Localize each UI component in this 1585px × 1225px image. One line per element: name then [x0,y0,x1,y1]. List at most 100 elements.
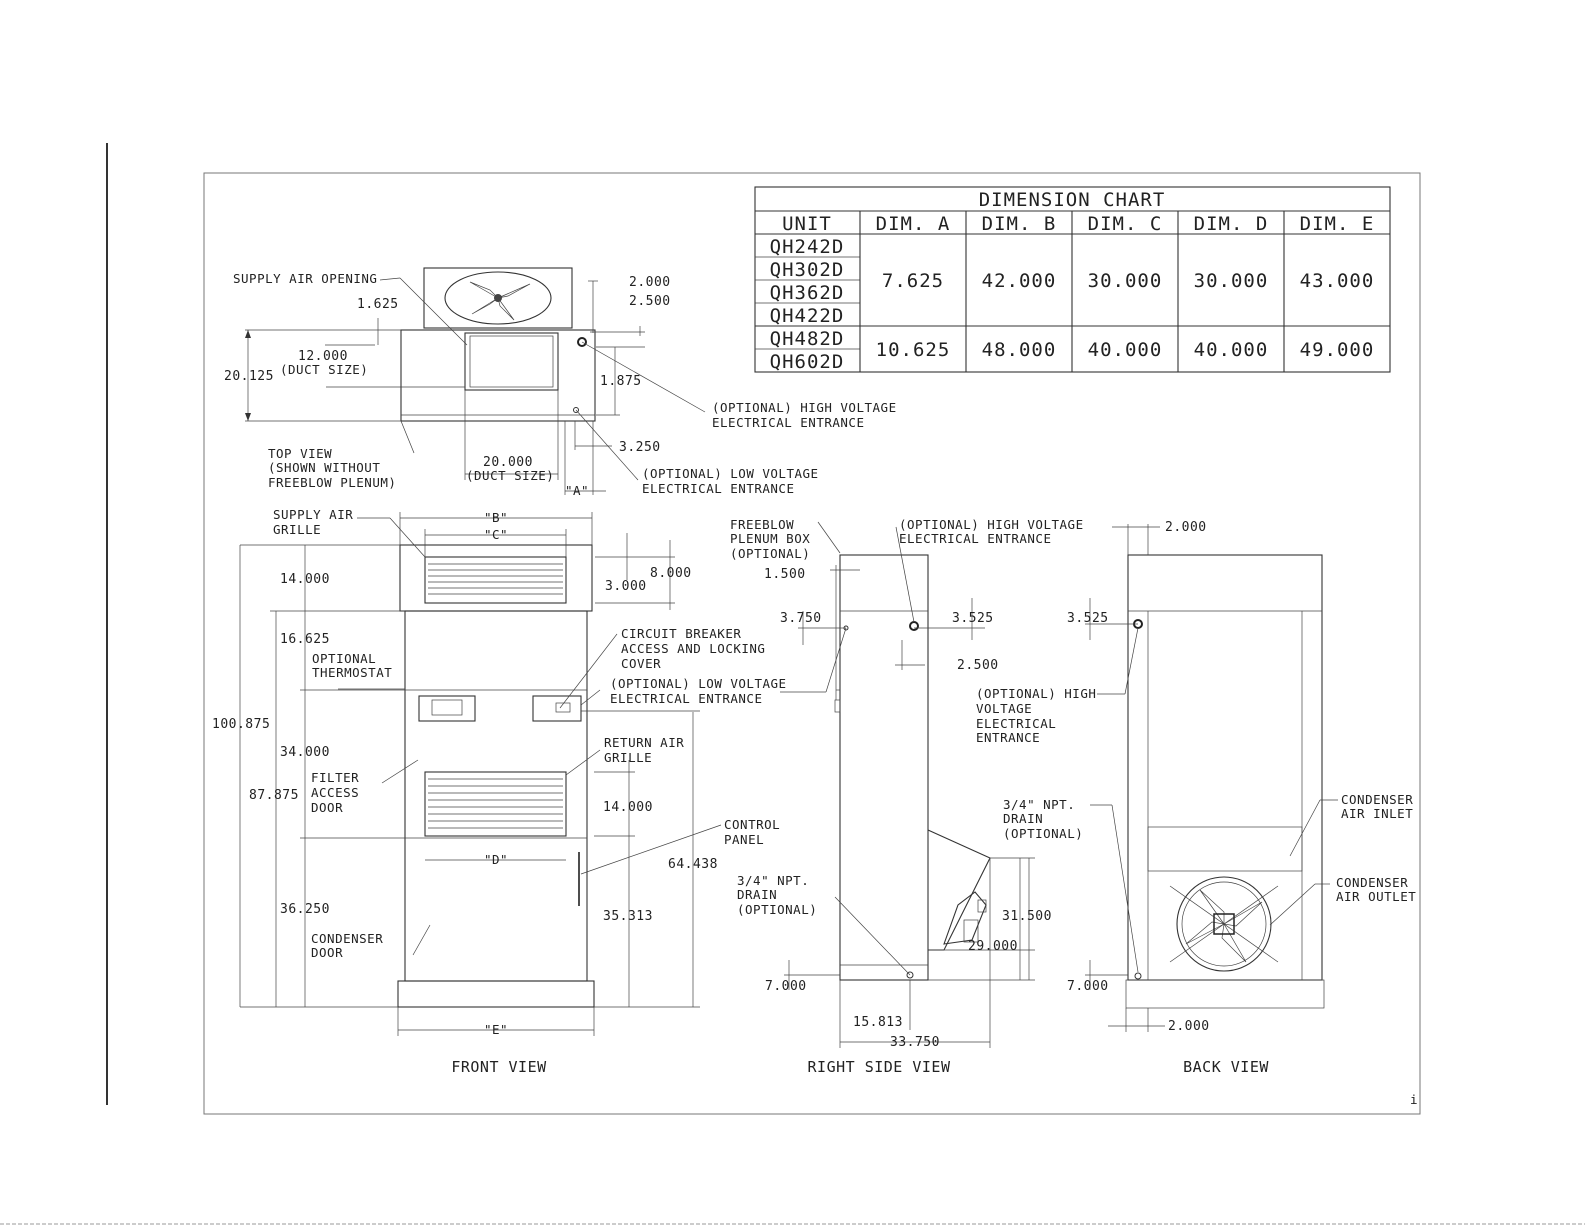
front-rag-2: GRILLE [604,750,652,765]
front-d8000: 8.000 [650,566,692,581]
side-d29000: 29.000 [968,939,1018,954]
top-duct-size: (DUCT SIZE) [280,362,368,377]
g2-dim-e: 49.000 [1300,339,1375,361]
side-hv-2: ELECTRICAL ENTRANCE [899,531,1052,546]
side-condenser-fan-icon [943,891,987,945]
front-e-ref: "E" [484,1022,508,1037]
front-d14000: 14.000 [280,572,330,587]
side-fp-1: FREEBLOW [730,517,794,532]
front-lv-2: ELECTRICAL ENTRANCE [610,691,763,706]
front-cb-2: ACCESS AND LOCKING [621,641,765,656]
top-lv-line1: (OPTIONAL) LOW VOLTAGE [642,466,819,481]
front-d36250: 36.250 [280,902,330,917]
breaker-cover [532,695,582,722]
front-cb-3: COVER [621,656,661,671]
back-ci-2: AIR INLET [1341,806,1413,821]
g1-dim-a: 7.625 [882,270,944,292]
top-d20125: 20.125 [224,369,274,384]
back-dr-3: (OPTIONAL) [1003,826,1083,841]
header-dim-a: DIM. A [876,213,951,235]
top-view-note-3: FREEBLOW PLENUM) [268,475,396,490]
side-d15813: 15.813 [853,1015,903,1030]
side-d3525: 3.525 [952,611,994,626]
chart-title: DIMENSION CHART [979,189,1166,211]
top-d3250: 3.250 [619,440,661,455]
front-ot-1: OPTIONAL [312,651,376,666]
top-d2500: 2.500 [629,294,671,309]
back-co-1: CONDENSER [1336,875,1408,890]
side-hv-1: (OPTIONAL) HIGH VOLTAGE [899,517,1084,532]
unit-qh422d: QH422D [770,305,845,327]
top-view: SUPPLY AIR OPENING 1.625 12.000 (DUCT SI… [224,267,897,498]
g2-dim-c: 40.000 [1088,339,1163,361]
front-sag-1: SUPPLY AIR [273,507,353,522]
front-c-ref: "C" [484,527,508,542]
back-ci-1: CONDENSER [1341,792,1413,807]
back-dr-1: 3/4" NPT. [1003,797,1075,812]
front-cp-1: CONTROL [724,817,780,832]
top-d2000: 2.000 [629,275,671,290]
g2-dim-b: 48.000 [982,339,1057,361]
header-dim-e: DIM. E [1300,213,1375,235]
top-lv-line2: ELECTRICAL ENTRANCE [642,481,795,496]
top-d20000: 20.000 [483,455,533,470]
header-unit: UNIT [782,213,832,235]
front-d100875: 100.875 [212,717,270,732]
side-d7000: 7.000 [765,979,807,994]
front-b-ref: "B" [484,510,508,525]
back-dr-2: DRAIN [1003,811,1043,826]
front-cd-1: CONDENSER [311,931,383,946]
front-d87875: 87.875 [249,788,299,803]
g2-dim-a: 10.625 [876,339,951,361]
back-hv-4: ENTRANCE [976,730,1040,745]
front-view: SUPPLY AIR GRILLE "B" "C" 8.000 3.000 14… [212,507,786,1076]
back-d3525: 3.525 [1067,611,1109,626]
side-fp-2: PLENUM BOX [730,531,810,546]
thermostat-panel [418,695,476,722]
top-hv-line1: (OPTIONAL) HIGH VOLTAGE [712,400,897,415]
g1-dim-d: 30.000 [1194,270,1269,292]
back-view-title: BACK VIEW [1183,1058,1269,1076]
dimension-chart: DIMENSION CHART UNIT DIM. A DIM. B DIM. … [754,186,1391,373]
unit-qh242d: QH242D [770,236,845,258]
back-d2000-bottom: 2.000 [1168,1019,1210,1034]
drawing-border [203,172,1421,1115]
front-cd-2: DOOR [311,945,343,960]
top-view-note-2: (SHOWN WITHOUT [268,460,380,475]
front-d-ref: "D" [484,852,508,867]
side-dr-1: 3/4" NPT. [737,873,809,888]
top-a-ref: "A" [565,483,589,498]
back-hv-3: ELECTRICAL [976,716,1056,731]
front-ot-2: THERMOSTAT [312,665,392,680]
page-mark: i [1410,1092,1418,1107]
front-view-title: FRONT VIEW [451,1058,547,1076]
side-dr-3: (OPTIONAL) [737,902,817,917]
front-d35313: 35.313 [603,909,653,924]
front-d34000: 34.000 [280,745,330,760]
side-d33750: 33.750 [890,1035,940,1050]
header-dim-d: DIM. D [1194,213,1269,235]
top-supply-air-opening: SUPPLY AIR OPENING [233,271,377,286]
unit-qh602d: QH602D [770,351,845,373]
front-fa-1: FILTER [311,770,359,785]
front-sag-2: GRILLE [273,522,321,537]
top-duct-size-2: (DUCT SIZE) [466,468,554,483]
side-d1500: 1.500 [764,567,806,582]
side-dr-2: DRAIN [737,887,777,902]
front-fa-3: DOOR [311,800,343,815]
side-d3750: 3.750 [780,611,822,626]
return-air-grille [424,771,567,837]
back-hv-2: VOLTAGE [976,701,1032,716]
unit-qh482d: QH482D [770,328,845,350]
front-fa-2: ACCESS [311,785,359,800]
front-cb-1: CIRCUIT BREAKER [621,626,741,641]
back-view: 2.000 3.525 (OPTIONAL) HIGH VOLTAGE ELEC… [976,520,1416,1076]
front-d64438: 64.438 [668,857,718,872]
side-d2500: 2.500 [957,658,999,673]
g1-dim-e: 43.000 [1300,270,1375,292]
top-d1625: 1.625 [357,297,399,312]
front-rag-1: RETURN AIR [604,735,684,750]
back-co-2: AIR OUTLET [1336,889,1416,904]
front-d16625: 16.625 [280,632,330,647]
